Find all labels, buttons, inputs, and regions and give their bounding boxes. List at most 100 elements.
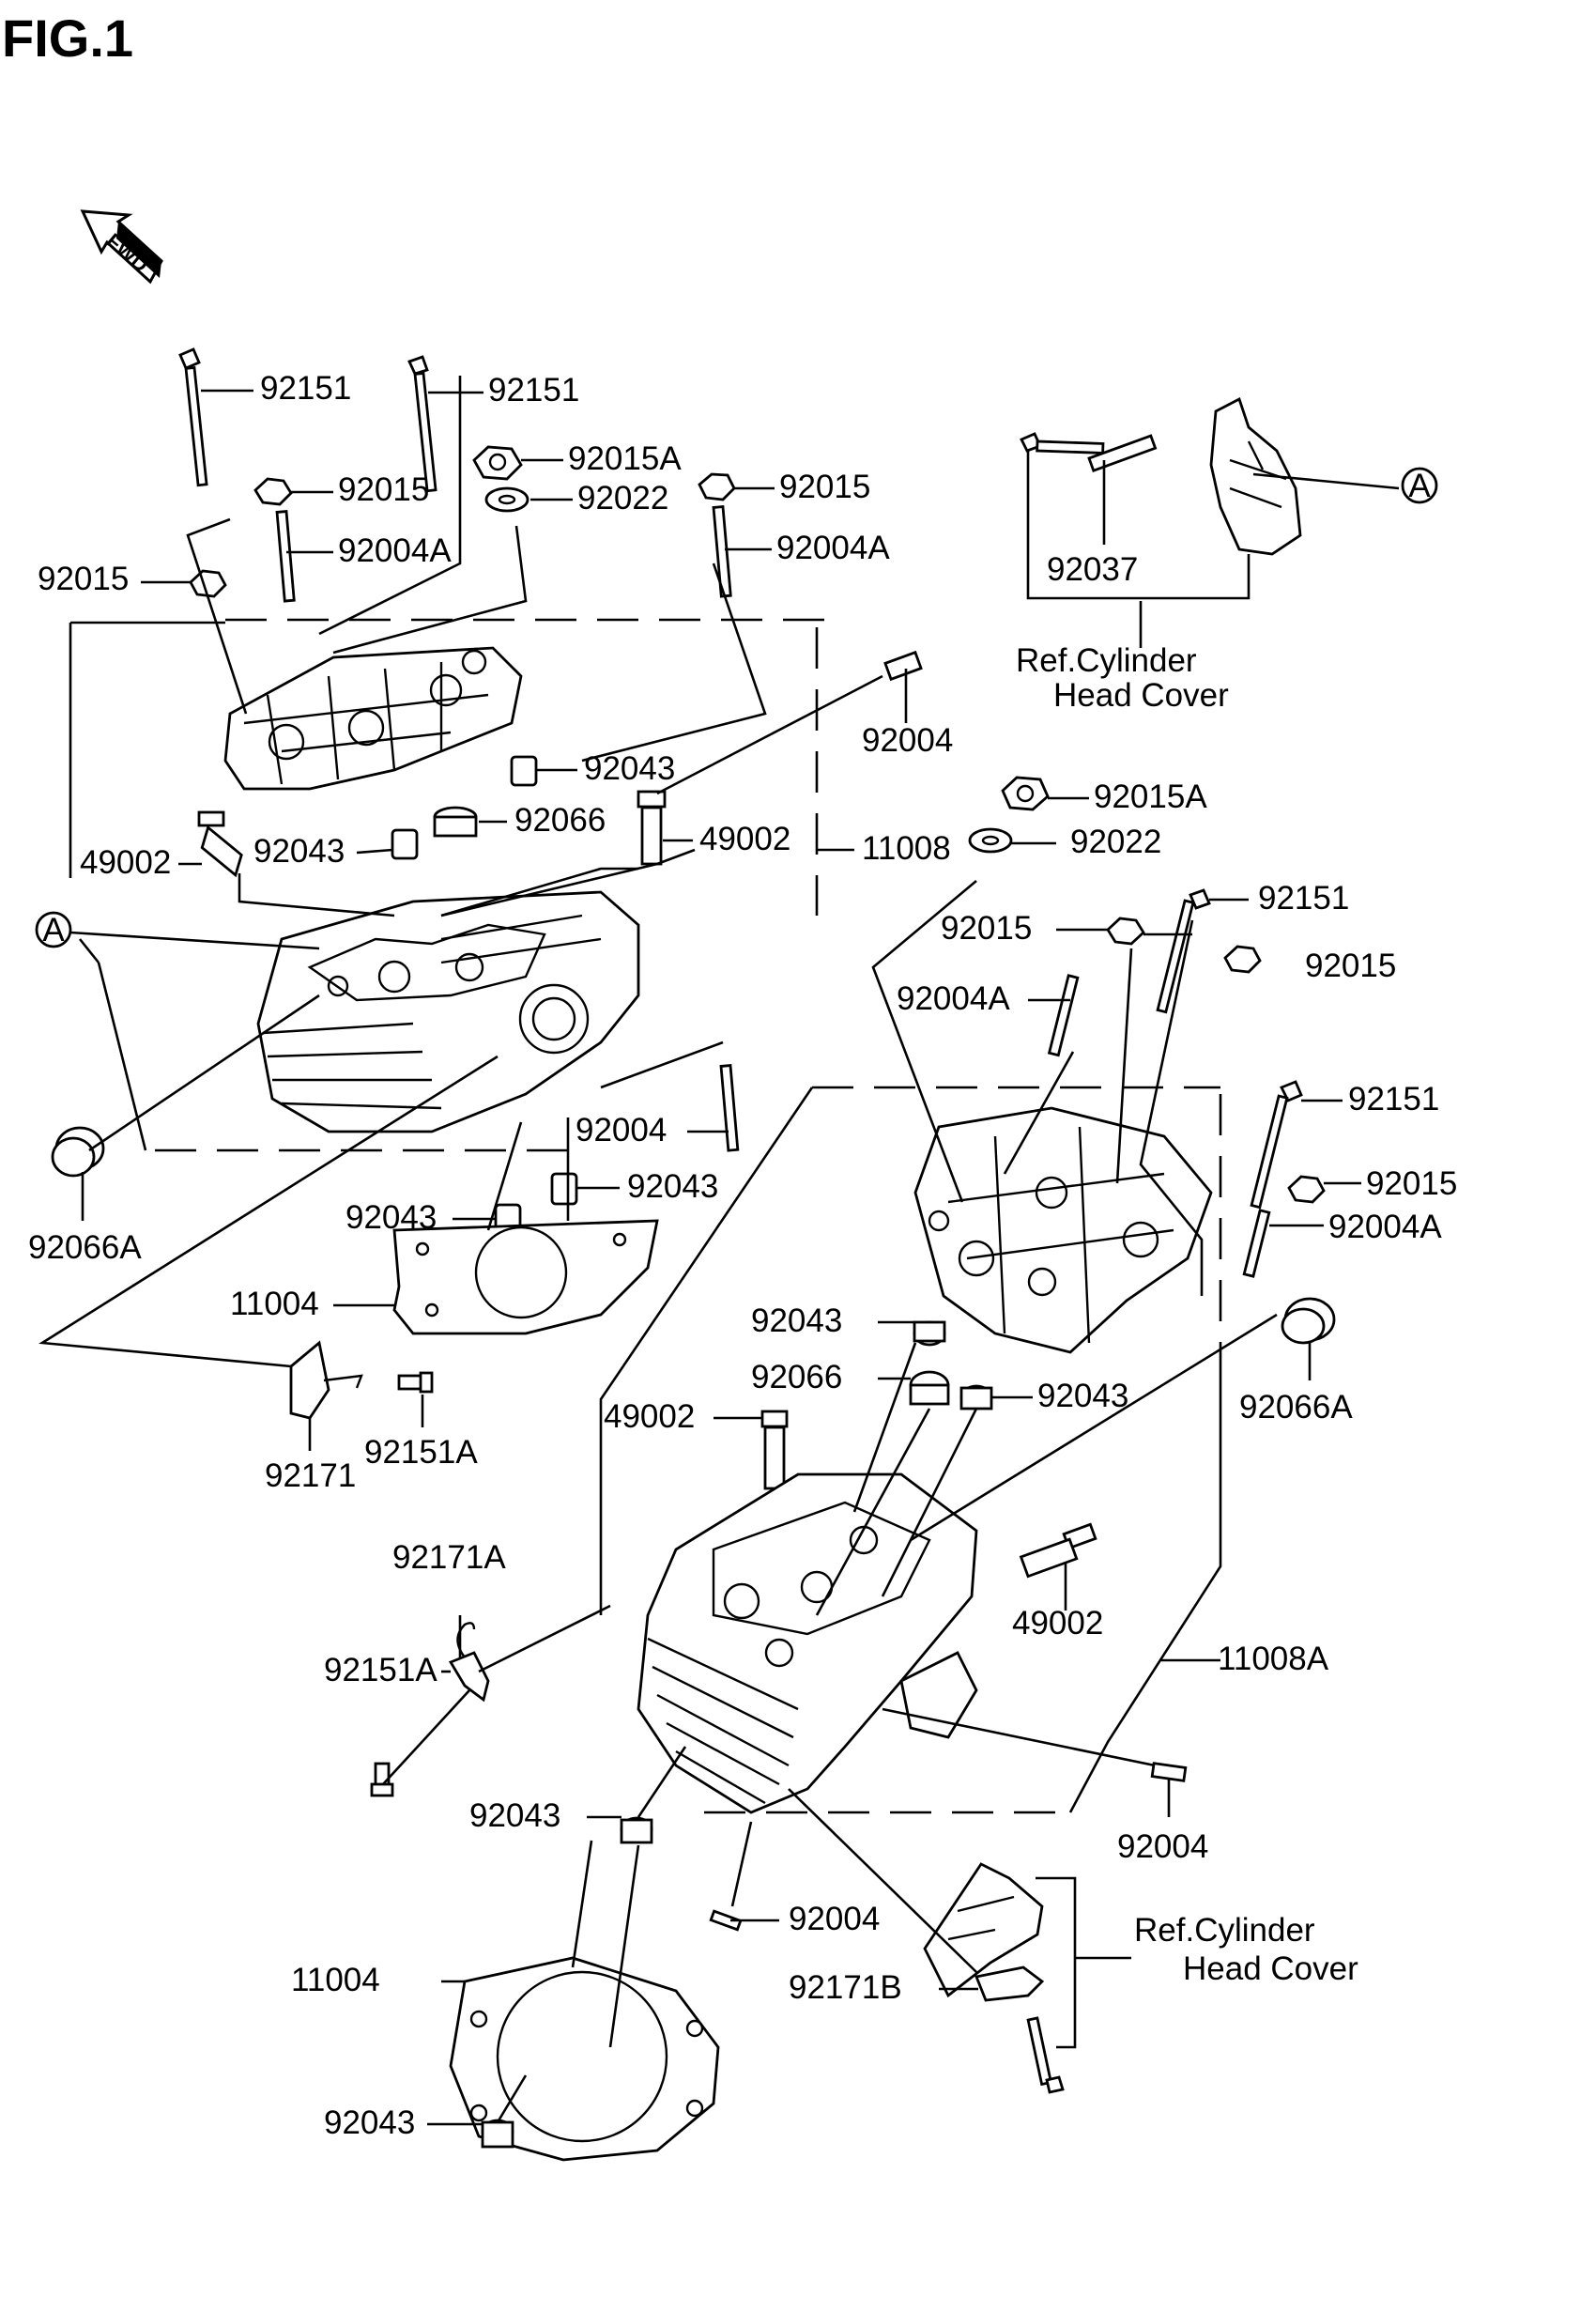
plug-92066A-a (51, 1126, 105, 1178)
label-92043-g: 92043 (469, 1797, 560, 1834)
bolt-92151A-b (370, 1762, 394, 1797)
marker-a-left: A (35, 911, 72, 948)
label-92151-c: 92151 (1258, 880, 1349, 917)
gasket-11004-a (392, 1219, 659, 1335)
stud-92004-a (883, 650, 923, 682)
label-92004-a: 92004 (862, 722, 953, 759)
label-92015-f: 92015 (1366, 1165, 1457, 1202)
cylinder-head-rear (256, 890, 640, 1133)
stud-92004A-a (275, 510, 296, 603)
nut-92015-b (698, 472, 736, 501)
rocker-case-rear (223, 646, 523, 791)
nut-92015-c (189, 569, 227, 598)
label-92066-a: 92066 (514, 802, 606, 839)
label-92004A-a: 92004A (338, 532, 452, 569)
label-92151A-a: 92151A (364, 1434, 478, 1471)
label-92022-a: 92022 (577, 480, 668, 516)
stud-92004A-b (712, 505, 732, 598)
valve-guide-49002-a (197, 810, 243, 878)
stud-92004-d (1150, 1762, 1188, 1782)
label-11008A: 11008A (1218, 1641, 1329, 1677)
label-11008: 11008 (862, 830, 951, 867)
label-92151-d: 92151 (1348, 1081, 1439, 1117)
label-92043-e: 92043 (751, 1302, 842, 1339)
ref-head-cover-top-line2: Head Cover (1053, 677, 1229, 714)
dowel-92043-c (550, 1172, 578, 1206)
bracket-92171A (448, 1622, 490, 1703)
dowel-92043-g (620, 1816, 653, 1844)
ref-head-cover-bottom-line1: Ref.Cylinder (1134, 1912, 1315, 1949)
label-92151-b: 92151 (488, 372, 579, 408)
dowel-92043-b (391, 828, 419, 860)
plug-92066A-b (1281, 1297, 1336, 1345)
label-92066-b: 92066 (751, 1359, 842, 1395)
bracket-92171 (289, 1340, 363, 1420)
bolt-92151-b (407, 355, 437, 493)
label-11004-a: 11004 (230, 1286, 319, 1322)
stud-92004-c (709, 1909, 743, 1932)
label-92043-c: 92043 (627, 1168, 718, 1205)
label-92022-b: 92022 (1070, 824, 1161, 860)
label-49002-b: 49002 (699, 821, 790, 857)
label-92171B: 92171B (789, 1969, 902, 2006)
fwd-arrow-icon: FWD (80, 209, 163, 285)
valve-guide-49002-c (760, 1410, 789, 1490)
marker-a-right: A (1401, 467, 1438, 504)
svg-text:A: A (42, 912, 65, 948)
bolt-92151-d (1250, 1080, 1303, 1210)
nut-92015-d (1106, 917, 1145, 946)
label-92171: 92171 (265, 1457, 356, 1494)
label-92037: 92037 (1047, 551, 1138, 588)
label-92043-b: 92043 (253, 833, 345, 870)
gasket-11004-b (449, 1956, 720, 2162)
label-49002-c: 49002 (604, 1398, 695, 1435)
label-92004-d: 92004 (789, 1901, 880, 1937)
bolt-92151A-a (397, 1371, 434, 1394)
label-49002-a: 49002 (80, 844, 171, 881)
washer-92022 (484, 486, 529, 513)
nut-92015A-b (1001, 776, 1050, 811)
label-49002-d: 49002 (1012, 1605, 1103, 1642)
ref-head-cover-bottom-line2: Head Cover (1183, 1950, 1358, 1987)
cylinder-head-front (637, 1472, 978, 1814)
plug-92066-b (909, 1370, 950, 1406)
label-92004-b: 92004 (575, 1112, 667, 1148)
washer-92022-b (968, 827, 1013, 854)
label-92004A-d: 92004A (1328, 1209, 1442, 1245)
nut-92015-e (1223, 945, 1262, 974)
ref-head-cover-top-line1: Ref.Cylinder (1016, 642, 1197, 679)
label-92015A-b: 92015A (1094, 778, 1207, 815)
label-11004-b: 11004 (291, 1962, 380, 1998)
nut-92015-a (253, 477, 293, 506)
dowel-92043-e (913, 1320, 946, 1347)
label-92015-b: 92015 (779, 469, 870, 505)
label-92004A-c: 92004A (897, 980, 1010, 1017)
nut-92015-f (1287, 1175, 1326, 1204)
stud-92004A-c (1047, 974, 1080, 1057)
head-cover-ref-bottom (923, 1862, 1065, 2094)
figure-title: FIG.1 (2, 8, 133, 68)
label-92043-f: 92043 (1037, 1378, 1128, 1414)
stud-92004-b (719, 1064, 740, 1152)
label-92151A-b: 92151A (324, 1652, 437, 1688)
label-92171A: 92171A (392, 1539, 506, 1576)
label-92043-h: 92043 (324, 2104, 415, 2141)
dowel-92043-a (510, 755, 538, 787)
label-92043-a: 92043 (584, 750, 675, 787)
label-92004A-b: 92004A (776, 530, 890, 566)
stud-92004A-d (1242, 1209, 1271, 1278)
dowel-92043-h (481, 2119, 514, 2149)
label-92151-a: 92151 (260, 370, 351, 407)
bolt-92151-a (178, 347, 208, 487)
label-92015-a: 92015 (338, 471, 429, 508)
dowel-92043-f (959, 1384, 993, 1410)
label-92015A-a: 92015A (568, 440, 682, 477)
label-92015-d: 92015 (941, 910, 1032, 947)
label-92015-c: 92015 (38, 561, 129, 597)
nut-92015A (472, 445, 523, 481)
label-92004-e: 92004 (1117, 1828, 1208, 1865)
valve-guide-49002-b (637, 790, 667, 866)
svg-text:A: A (1408, 468, 1431, 504)
plug-92066 (433, 806, 478, 838)
